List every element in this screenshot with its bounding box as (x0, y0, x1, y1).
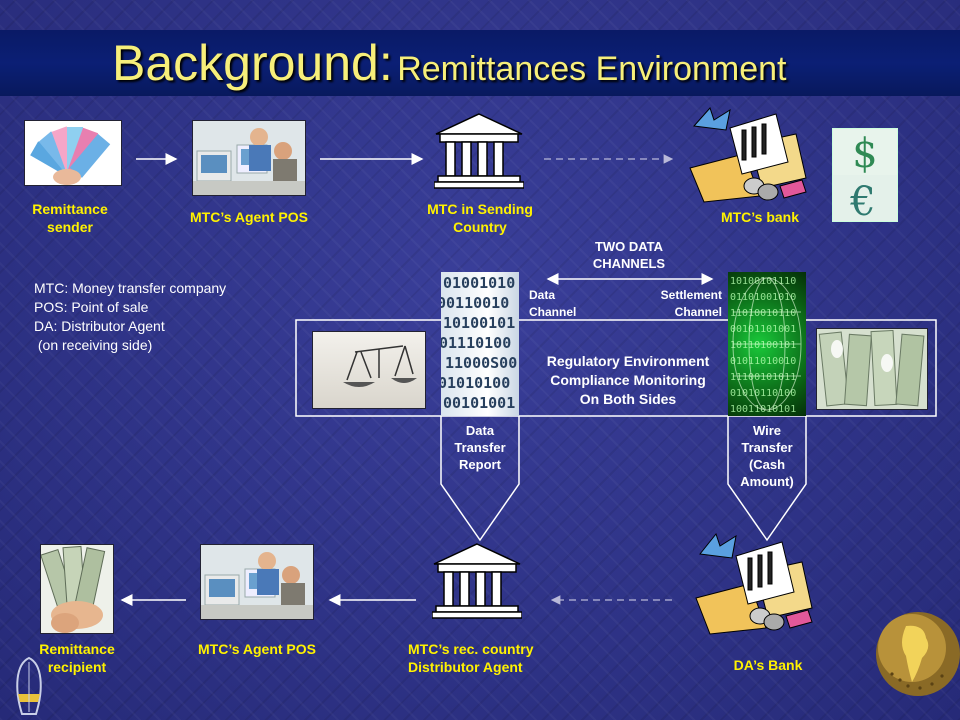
legend-line: DA: Distributor Agent (34, 318, 165, 334)
svg-text:01101001010: 01101001010 (730, 292, 796, 303)
logo-icon (12, 654, 46, 720)
settlement-channel-funnel (727, 416, 807, 542)
two-channels-heading: TWO DATA CHANNELS (592, 239, 666, 271)
svg-text:01110100: 01110100 (441, 334, 511, 352)
network-data-image: 10100101110 01101001010 11010010110 0010… (728, 272, 806, 416)
scales-of-justice-icon (312, 331, 426, 409)
data-channel-label: Data Channel (529, 288, 577, 319)
svg-text:11100101011: 11100101011 (730, 372, 796, 383)
svg-text:00101101001: 00101101001 (730, 324, 796, 335)
bank-building-icon (434, 112, 524, 190)
bank-clipart-icon (690, 528, 820, 638)
office-workers-icon (200, 544, 314, 620)
node-mtc-bank: MTC’s bank (720, 209, 800, 225)
office-workers-icon (192, 120, 306, 196)
node-agent-pos-top: MTC’s Agent POS (190, 209, 308, 225)
svg-text:10100101: 10100101 (443, 314, 515, 332)
svg-text:10110100101: 10110100101 (730, 340, 796, 351)
svg-text:11010010110: 11010010110 (730, 308, 796, 319)
regulatory-box (295, 319, 937, 417)
svg-text:01010110100: 01010110100 (730, 388, 796, 399)
currency-symbols-icon: $ € (832, 128, 898, 222)
node-agent-pos-bottom: MTC’s Agent POS (198, 641, 316, 657)
regulatory-line: On Both Sides (579, 391, 677, 407)
svg-text:01010100: 01010100 (441, 374, 510, 392)
data-channel-funnel (440, 416, 520, 542)
node-mtc-sending-country: MTC in Sending Country (427, 201, 533, 235)
title-bar (0, 30, 960, 96)
globe-icon (872, 608, 960, 698)
settlement-channel-label: Settlement Channel (660, 288, 722, 319)
legend-line: POS: Point of sale (34, 299, 149, 315)
money-in-hands-icon (40, 544, 114, 634)
slide-title: Background: Remittances Environment (112, 34, 786, 92)
bank-building-icon (432, 542, 522, 620)
money-icon (816, 328, 928, 410)
node-da-bank: DA’s Bank (733, 657, 803, 673)
wire-transfer-label: Wire Transfer (Cash Amount) (740, 423, 794, 489)
cash-fan-icon (24, 120, 122, 186)
node-distributor-agent: MTC’s rec. country Distributor Agent (408, 641, 534, 675)
regulatory-environment-text: Regulatory Environment Compliance Monito… (520, 352, 736, 409)
binary-data-image: 01001010 00110010 10100101 01110100 1100… (441, 272, 519, 416)
svg-text:10100101110: 10100101110 (730, 276, 796, 287)
title-subtitle: Remittances Environment (397, 50, 787, 88)
title-main: Background: (112, 35, 393, 91)
legend-line: (on receiving side) (34, 337, 153, 353)
svg-text:$: $ (852, 131, 877, 177)
svg-text:01011010010: 01011010010 (730, 356, 796, 367)
bank-clipart-icon (684, 104, 814, 204)
svg-text:11000S00: 11000S00 (445, 354, 517, 372)
svg-text:00110010: 00110010 (441, 294, 509, 312)
node-remittance-sender: Remittance sender (32, 201, 108, 235)
data-transfer-report-label: Data Transfer Report (454, 423, 506, 472)
node-remittance-recipient: Remittance recipient (39, 641, 115, 675)
regulatory-line: Compliance Monitoring (550, 372, 706, 388)
svg-text:€: € (849, 179, 875, 221)
regulatory-line: Regulatory Environment (546, 353, 710, 369)
abbreviation-legend: MTC: Money transfer company POS: Point o… (34, 279, 294, 355)
svg-text:00101001: 00101001 (443, 394, 515, 412)
legend-line: MTC: Money transfer company (34, 280, 227, 296)
svg-text:01001010: 01001010 (443, 274, 515, 292)
